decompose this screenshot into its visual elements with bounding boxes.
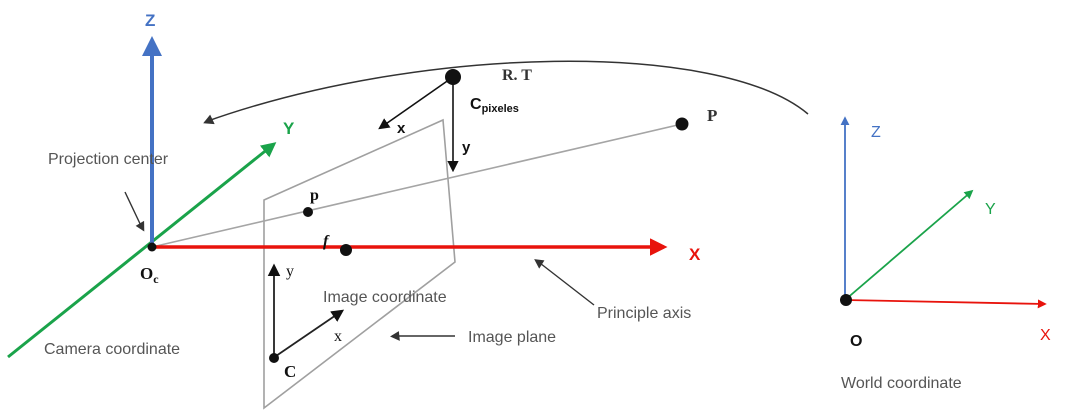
pixel-x-label: x <box>397 120 406 137</box>
camera-y-axis <box>7 142 277 359</box>
pixel-frame-letter: C <box>470 96 482 113</box>
camera-origin-label: Oc <box>140 264 159 286</box>
pixel-y-label: y <box>462 139 471 156</box>
world-origin-point <box>840 294 852 306</box>
focal-label: f <box>323 233 330 250</box>
rt-label: R. T <box>502 67 532 84</box>
projection-center-pointer <box>124 191 145 232</box>
world-coordinate-label: World coordinate <box>841 375 962 392</box>
world-origin-label: O <box>850 333 862 350</box>
camera-origin-letter: O <box>140 264 153 283</box>
world-x-axis <box>844 299 1047 309</box>
image-plane <box>263 118 456 410</box>
camera-origin-point <box>147 242 157 252</box>
image-coordinate-label: Image coordinate <box>323 289 447 306</box>
camera-origin-subscript: c <box>153 272 159 286</box>
focal-point <box>340 244 352 256</box>
world-z-label: Z <box>871 124 881 141</box>
projection-ray <box>151 123 683 248</box>
rt-transform-arc <box>203 60 809 125</box>
image-corner-x-axis <box>275 309 345 357</box>
pixel-origin-point <box>445 69 461 85</box>
projection-center-label: Projection center <box>48 151 169 168</box>
pixel-x-axis <box>378 76 454 130</box>
image-corner-x-label: x <box>334 328 342 345</box>
image-corner-y-label: y <box>286 263 294 280</box>
image-corner-point <box>269 353 279 363</box>
image-point-p <box>303 207 313 217</box>
world-y-axis <box>844 189 974 301</box>
pixel-frame-label: Cpixeles <box>470 96 519 115</box>
principle-axis-label: Principle axis <box>597 305 691 322</box>
camera-z-label: Z <box>145 11 155 30</box>
image-corner-label: C <box>284 362 296 381</box>
camera-y-label: Y <box>283 119 295 138</box>
world-point-p <box>675 117 689 131</box>
principle-axis-pointer <box>534 259 595 306</box>
image-plane-label: Image plane <box>468 329 556 346</box>
image-point-p-label: p <box>310 187 319 204</box>
camera-x-label: X <box>689 245 701 264</box>
world-x-label: X <box>1040 327 1051 344</box>
pixel-frame-subscript: pixeles <box>482 103 519 115</box>
camera-coordinate-label: Camera coordinate <box>44 341 180 358</box>
world-y-label: Y <box>985 201 996 218</box>
world-point-p-label: P <box>707 106 717 125</box>
